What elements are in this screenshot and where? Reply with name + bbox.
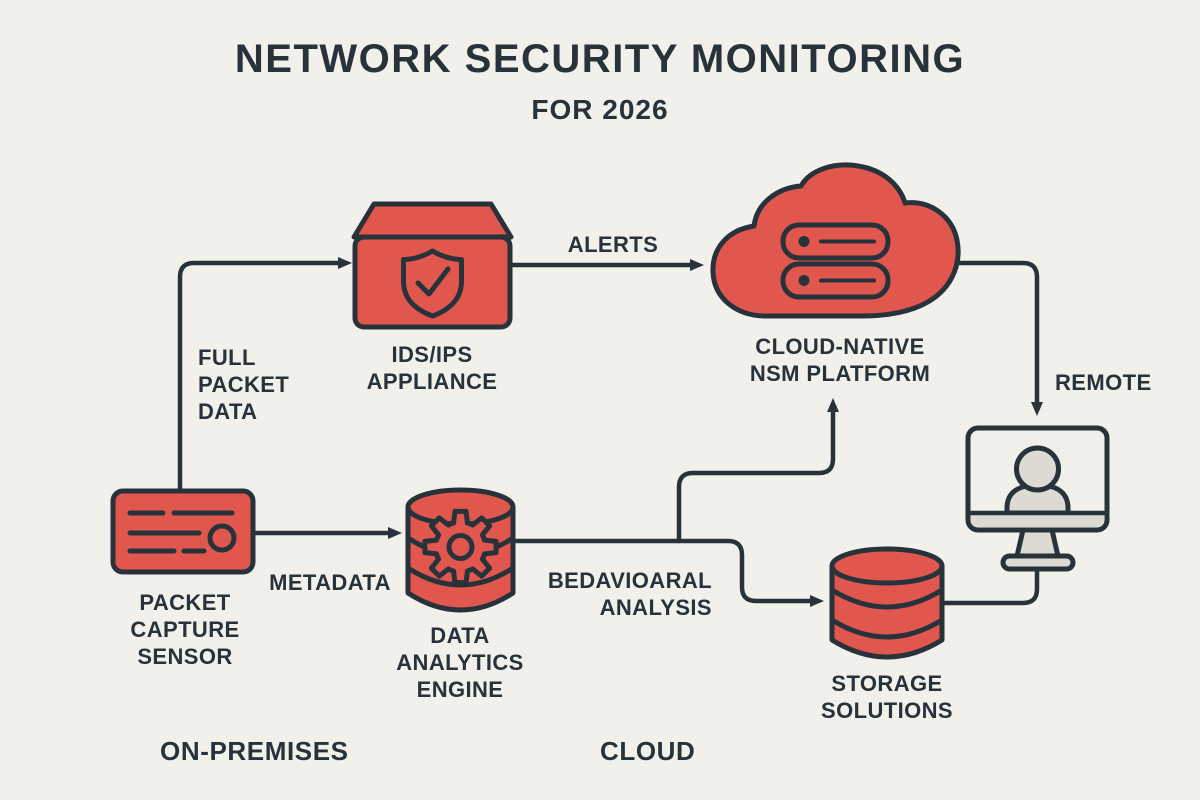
zone-label-on-premises: ON-PREMISES [160,736,349,766]
edge-full-packet-data-line [177,257,352,493]
edge-behavioral-to-storage-line [511,538,824,607]
edge-label-behavioral-analysis: BEDAVIOARAL ANALYSIS [547,568,712,620]
database-stack-icon [829,546,945,660]
edge-cloud-to-remote-line [955,260,1043,416]
node-label-ids-appliance: IDS/IPS APPLIANCE [366,342,498,394]
edge-analysis-to-cloud-line [676,398,839,544]
cloud-servers-icon [710,162,961,319]
zone-label-cloud: CLOUD [600,736,696,766]
edge-storage-to-remote-line [941,569,1040,606]
monitor-user-icon [965,425,1110,572]
node-label-packet-sensor: PACKET CAPTURE SENSOR [130,590,240,669]
node-label-cloud-platform: CLOUD-NATIVE NSM PLATFORM [749,334,931,386]
edge-label-remote: REMOTE [1055,370,1152,395]
node-label-analytics-engine: DATA ANALYTICS ENGINE [396,623,524,702]
node-label-storage-solutions: STORAGE SOLUTIONS [821,671,953,723]
page-title: NETWORK SECURITY MONITORING [234,37,966,81]
edge-label-metadata: METADATA [269,570,391,595]
capture-card-icon [110,488,256,575]
edge-label-alerts: ALERTS [567,232,659,257]
page-subtitle: FOR 2026 [531,94,669,125]
shield-box-icon [351,201,514,330]
edge-label-full-packet-data: FULL PACKET DATA [198,345,290,424]
database-gear-icon [405,487,516,613]
